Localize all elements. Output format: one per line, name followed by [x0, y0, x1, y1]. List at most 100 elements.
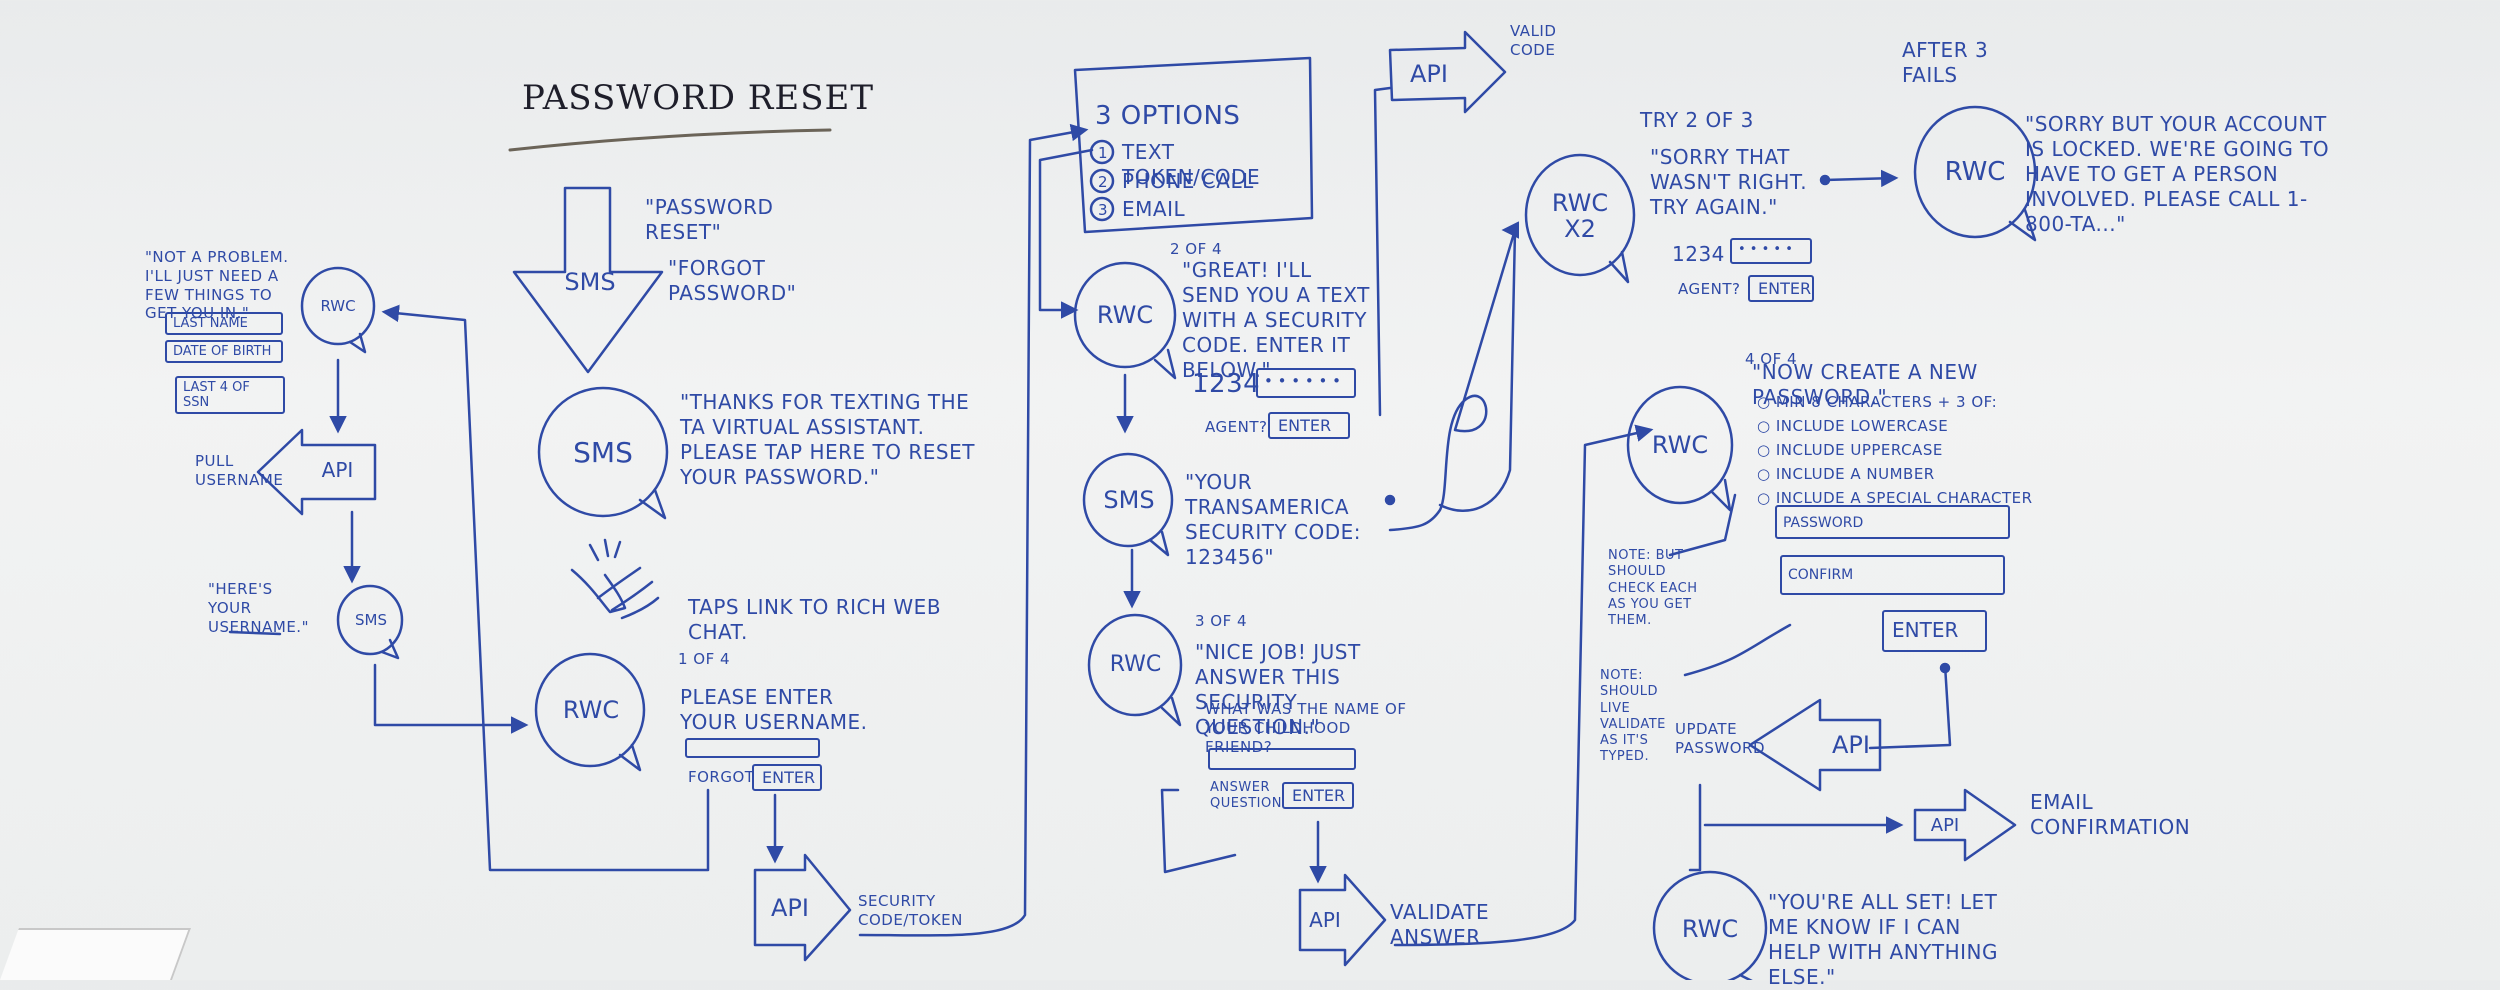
api-label-email: API: [1930, 814, 1960, 836]
answer-question-label: Answer question: [1210, 780, 1282, 812]
rwc-bubble-locked: [1913, 105, 2037, 239]
sms-down-arrow: [512, 186, 664, 374]
after-3-fails-text: After 3 fails: [1902, 38, 1989, 87]
security-code-text: Security code/token: [858, 892, 963, 929]
api-arrow-update: [1748, 698, 1882, 792]
password-input[interactable]: Password: [1775, 505, 2010, 539]
options-title: 3 Options: [1095, 101, 1241, 131]
options-box: [1073, 56, 1314, 234]
enter-button-step4[interactable]: Enter: [1882, 610, 1987, 652]
sms-label-left: SMS: [355, 611, 387, 629]
note-live-validate: Note: should live validate as it's typed…: [1600, 668, 1666, 765]
option-phone-call[interactable]: Phone call: [1122, 169, 1254, 193]
rwc-label-center-left: RWC: [562, 696, 620, 724]
rule-number: ○ Include a number: [1757, 465, 1935, 483]
sms-label-code: SMS: [1103, 486, 1155, 514]
api-label-validate: API: [1309, 908, 1341, 932]
dob-field[interactable]: Date of Birth: [165, 340, 283, 363]
option-text-token[interactable]: Text token/code: [1122, 140, 1261, 189]
security-question-text: What was the name of your childhood frie…: [1205, 700, 1407, 756]
rwc-label-step3: RWC: [1109, 651, 1162, 677]
update-password-text: Update password: [1675, 720, 1766, 757]
code-prefix: 1234: [1192, 369, 1261, 399]
create-password-text: "Now create a new password.": [1752, 360, 1978, 409]
api-arrow-valid: [1388, 30, 1507, 114]
all-set-text: "You're all set! Let me know if I can he…: [1768, 890, 1998, 989]
pull-username-text: Pull username: [195, 452, 284, 489]
rule-uppercase: ○ Include uppercase: [1757, 441, 1943, 459]
transamerica-code-text: "Your Transamerica security code: 123456…: [1185, 470, 1362, 569]
rwc-label-left: RWC: [320, 297, 356, 315]
api-arrow-email: [1913, 788, 2017, 862]
thanks-text: "Thanks for texting the TA virtual assis…: [680, 390, 975, 489]
rwc-label-step2: RWC: [1096, 301, 1154, 329]
step-3-of-4: 3 of 4: [1195, 612, 1248, 630]
api-arrow-validate: [1298, 873, 1387, 967]
quote-heres-username: "Here's your username.": [208, 580, 309, 636]
option-num-2: 2: [1097, 173, 1109, 191]
email-confirmation-text: Email confirmation: [2030, 790, 2191, 839]
sms-bubble-code: [1082, 452, 1174, 548]
forgot-link[interactable]: Forgot: [688, 768, 755, 786]
answer-input[interactable]: [1208, 748, 1356, 770]
code-prefix-retry: 1234: [1672, 242, 1725, 266]
username-input[interactable]: [685, 738, 820, 758]
rwc-bubble-step3: [1087, 613, 1183, 717]
enter-button-step1[interactable]: Enter: [752, 764, 822, 791]
step-4-of-4: 4 of 4: [1745, 350, 1798, 368]
rwc-bubble-left: [300, 266, 376, 346]
rwc-label-step4: RWC: [1651, 431, 1709, 459]
sorry-try-again-text: "Sorry that wasn't right. Try again.": [1650, 145, 1808, 219]
option-email[interactable]: Email: [1122, 197, 1186, 221]
enter-button-step2[interactable]: Enter: [1268, 412, 1350, 439]
enter-button-step3[interactable]: Enter: [1282, 782, 1354, 809]
taps-link-text: Taps link to rich web chat.: [688, 595, 942, 644]
account-locked-text: "Sorry but your account is locked. We're…: [2025, 112, 2330, 236]
api-label-update: API: [1832, 731, 1870, 759]
sms-bubble-label: SMS: [573, 435, 633, 469]
step-2-of-4: 2 of 4: [1170, 240, 1223, 258]
confirm-input[interactable]: Confirm: [1780, 555, 2005, 595]
hand-icon: [570, 566, 660, 620]
sms-bubble-center: [537, 386, 669, 518]
rwc-bubble-x2: [1524, 153, 1636, 277]
title-underline: [508, 128, 832, 152]
code-input[interactable]: • • • • • •: [1256, 368, 1356, 398]
api-arrow-left: [256, 428, 377, 516]
note-check-each: Note: but should check each as you get t…: [1608, 548, 1698, 628]
rwc-bubble-done: [1652, 870, 1768, 980]
rwc-bubble-step2: [1073, 261, 1177, 369]
option-num-3: 3: [1097, 201, 1109, 219]
board-corner: [0, 928, 191, 980]
rwc-label-x2: RWC x2: [1551, 188, 1609, 243]
step-1-of-4: 1 of 4: [678, 650, 731, 668]
rwc-label-locked: RWC: [1944, 157, 2006, 187]
agent-link-retry[interactable]: Agent?: [1678, 280, 1741, 298]
ssn-field[interactable]: Last 4 of SSN: [175, 376, 285, 414]
valid-code-text: Valid code: [1510, 22, 1557, 59]
rule-special: ○ Include a special character: [1757, 489, 2033, 507]
rule-min-8: ○ Min 8 characters + 3 of:: [1757, 393, 1998, 411]
sms-bubble-left: [336, 584, 404, 656]
api-label-left: API: [321, 458, 354, 482]
quote-password-reset: "Password Reset": [645, 195, 774, 244]
option-num-1: 1: [1097, 144, 1109, 162]
try-2-of-3: Try 2 of 3: [1640, 108, 1754, 132]
rwc-bubble-step4: [1626, 385, 1734, 505]
code-input-retry[interactable]: • • • • •: [1730, 238, 1812, 264]
enter-button-retry[interactable]: Enter: [1748, 275, 1814, 302]
agent-link[interactable]: Agent?: [1205, 418, 1268, 436]
sms-arrow-label: SMS: [564, 268, 616, 296]
api-label-security: API: [771, 894, 809, 922]
last-name-field[interactable]: Last Name: [165, 312, 283, 335]
quote-forgot-password: "Forgot Password": [668, 256, 797, 305]
enter-username-text: Please enter your username.: [680, 685, 868, 734]
api-label-valid: API: [1410, 60, 1448, 88]
rwc-label-done: RWC: [1681, 915, 1739, 943]
validate-answer-text: Validate answer: [1390, 900, 1490, 949]
nice-job-text: "Nice job! Just answer this security que…: [1195, 640, 1361, 739]
rwc-bubble-center-left: [534, 652, 646, 768]
page-title: Password Reset: [522, 78, 874, 118]
great-text: "Great! I'll send you a text with a secu…: [1182, 258, 1370, 382]
